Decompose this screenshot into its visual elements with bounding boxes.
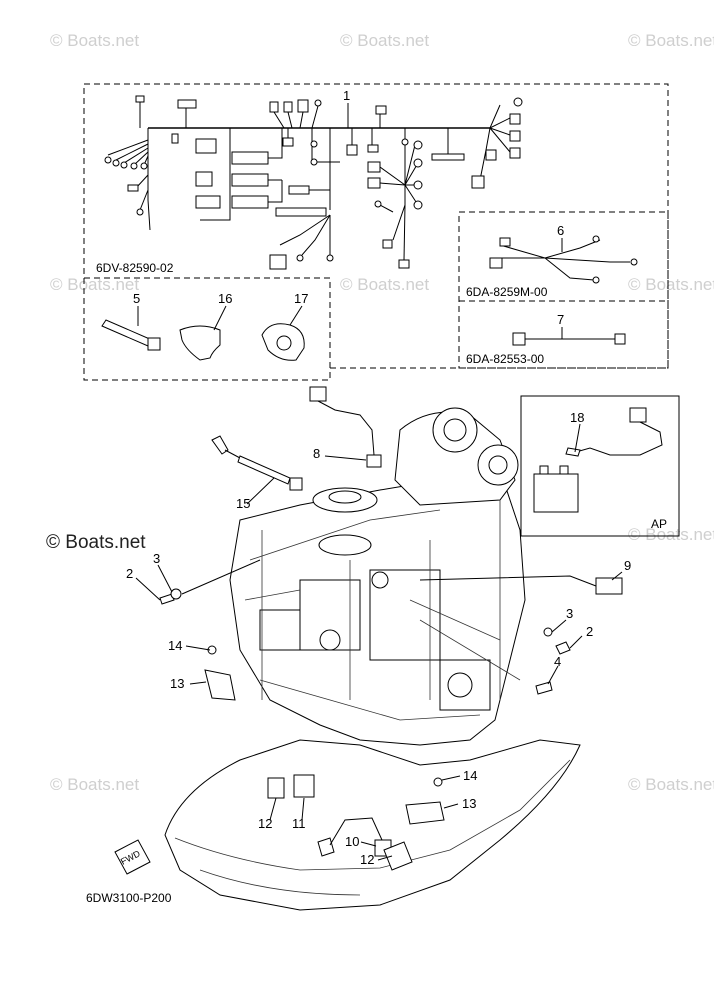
callout-11: 11 xyxy=(292,816,306,831)
callout-4: 4 xyxy=(554,654,561,669)
watermark: © Boats.net xyxy=(628,525,714,544)
watermark: © Boats.net xyxy=(50,275,139,294)
bottom-cowling xyxy=(164,739,581,911)
callout-numbers: 1 5 16 17 6 7 8 15 18 9 2 3 2 3 4 14 13 … xyxy=(126,88,631,867)
ap-inset-box xyxy=(520,395,680,537)
small-parts-row xyxy=(101,319,305,361)
callout-17: 17 xyxy=(294,291,308,306)
sensors-and-parts xyxy=(114,386,623,875)
sub-harness-7 xyxy=(512,332,626,346)
watermark: © Boats.net xyxy=(628,31,714,50)
watermark: © Boats.net xyxy=(50,31,139,50)
callout-14-right: 14 xyxy=(463,768,477,783)
callout-6: 6 xyxy=(557,223,564,238)
leader-lines xyxy=(135,103,623,861)
callout-3-left: 3 xyxy=(153,551,160,566)
watermark: © Boats.net xyxy=(50,775,139,794)
ap-label: AP xyxy=(651,517,667,531)
figure-code: 6DW3100-P200 xyxy=(86,891,172,905)
callout-13-right: 13 xyxy=(462,796,476,811)
watermark: © Boats.net xyxy=(340,275,429,294)
sub-harness-7-code: 6DA-82553-00 xyxy=(466,352,544,366)
engine-block xyxy=(229,407,526,746)
callout-12-left: 12 xyxy=(258,816,272,831)
callout-12-right: 12 xyxy=(360,852,374,867)
callout-8: 8 xyxy=(313,446,320,461)
watermark: © Boats.net xyxy=(628,275,714,294)
callout-2-left: 2 xyxy=(126,566,133,581)
callout-1: 1 xyxy=(343,88,350,103)
callout-7: 7 xyxy=(557,312,564,327)
callout-10: 10 xyxy=(345,834,359,849)
harness-kit-outline xyxy=(83,83,669,381)
sub-harness-6 xyxy=(489,235,638,284)
callout-9: 9 xyxy=(624,558,631,573)
callout-15: 15 xyxy=(236,496,250,511)
watermark: © Boats.net xyxy=(628,775,714,794)
main-wire-harness xyxy=(104,95,523,270)
callout-13-left: 13 xyxy=(170,676,184,691)
callout-16: 16 xyxy=(218,291,232,306)
sub-harness-6-code: 6DA-8259M-00 xyxy=(466,285,548,299)
callout-18: 18 xyxy=(570,410,584,425)
watermark-prominent: © Boats.net xyxy=(46,532,146,553)
callout-5: 5 xyxy=(133,291,140,306)
callout-2-right: 2 xyxy=(586,624,593,639)
callout-14-left: 14 xyxy=(168,638,182,653)
part-codes: 6DV-82590-02 6DA-8259M-00 6DA-82553-00 6… xyxy=(86,261,667,905)
watermark: © Boats.net xyxy=(340,31,429,50)
callout-3-right: 3 xyxy=(566,606,573,621)
main-harness-code: 6DV-82590-02 xyxy=(96,261,174,275)
